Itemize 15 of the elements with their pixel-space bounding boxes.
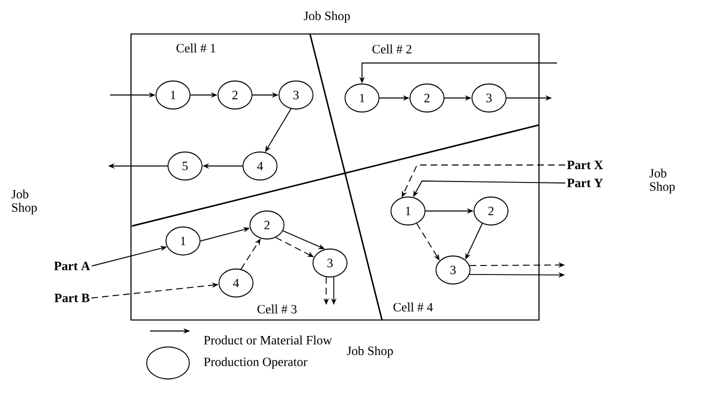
label-text: Cell # 1 (176, 44, 216, 52)
label-text: Job Shop (650, 168, 675, 194)
label-text: Cell # 3 (257, 304, 297, 314)
label-text: Job Shop (304, 11, 350, 23)
part-label: Part A (54, 262, 90, 270)
label-text: Cell # 4 (393, 302, 433, 312)
legend-text: Production Operator (204, 357, 308, 369)
label-text: Cell # 2 (372, 44, 412, 54)
part-label: Part Y (567, 178, 603, 188)
legend-text: Product or Material Flow (204, 336, 332, 344)
label-text: Job Shop (346, 346, 393, 358)
label-text: Job Shop (12, 190, 37, 214)
part-label: Part X (567, 160, 603, 170)
outer-frame (130, 33, 540, 321)
part-label: Part B (54, 294, 90, 302)
